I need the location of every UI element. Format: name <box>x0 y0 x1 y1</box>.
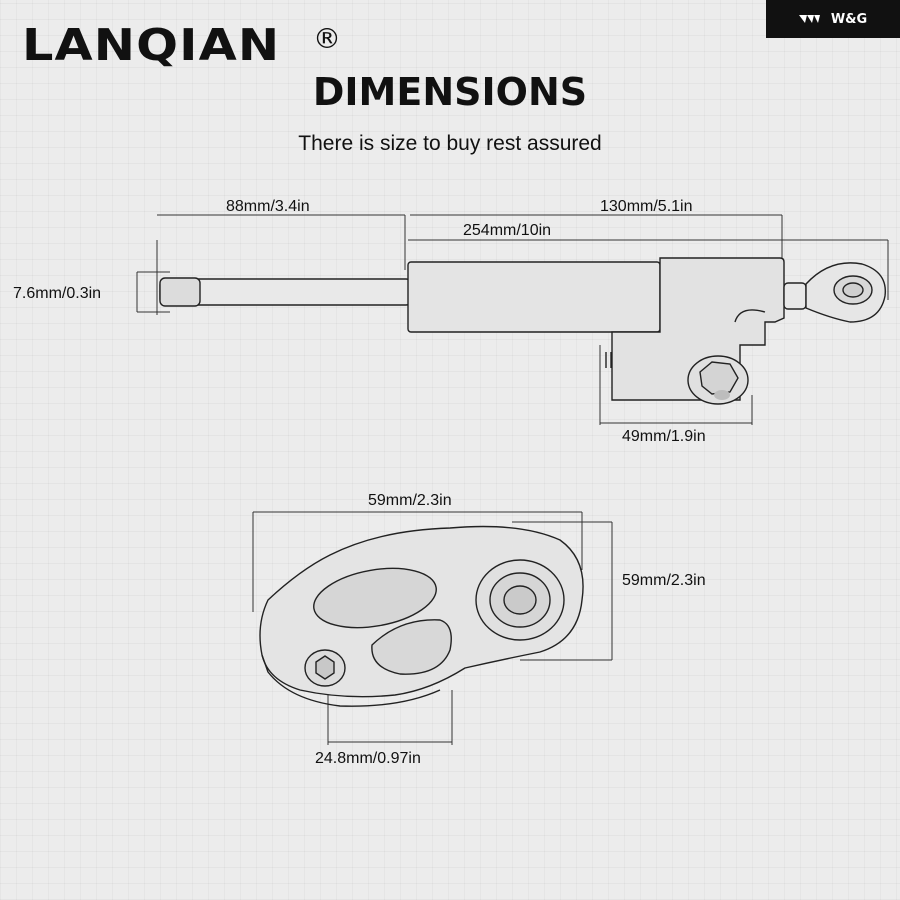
clamp-diameter-label: 24.8mm/0.97in <box>315 750 421 767</box>
corner-badge: W&G <box>766 0 900 38</box>
brand-logo: LANQIAN <box>22 20 280 71</box>
shaft-length-label: 88mm/3.4in <box>226 198 310 215</box>
clamp-bracket <box>259 525 584 707</box>
page-subtitle: There is size to buy rest assured <box>298 132 602 155</box>
mount-height-label: 49mm/1.9in <box>622 428 706 445</box>
total-length-label: 254mm/10in <box>463 222 552 239</box>
damper-dimension-lines <box>136 214 889 425</box>
wing-logo-icon <box>798 15 820 23</box>
steering-damper <box>159 257 886 405</box>
body-length-label: 130mm/5.1in <box>600 198 693 215</box>
registered-mark: ® <box>313 22 341 55</box>
badge-text: W&G <box>830 11 868 27</box>
page-title: DIMENSIONS <box>312 70 588 114</box>
bracket-width-label: 59mm/2.3in <box>368 492 452 509</box>
brand-name: LANQIAN <box>22 20 281 71</box>
bracket-height-label: 59mm/2.3in <box>622 572 706 589</box>
rod-diameter-label: 7.6mm/0.3in <box>13 285 102 302</box>
bracket-dimension-lines <box>252 511 613 745</box>
